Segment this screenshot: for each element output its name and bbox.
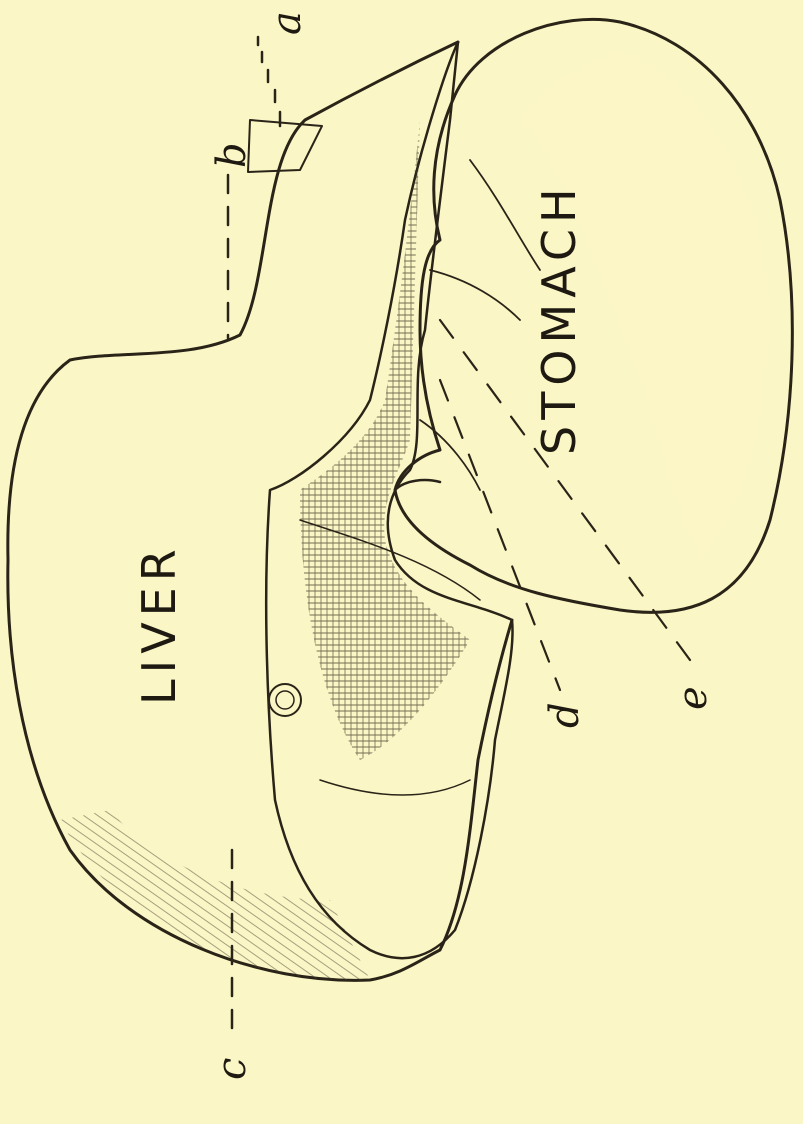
section-letter-a: a (264, 11, 310, 35)
section-letter-b: b (209, 142, 255, 168)
section-letter-d: d (542, 702, 588, 728)
ligament-tab (248, 120, 322, 172)
liver-label: LIVER (132, 543, 186, 705)
liver-outline (8, 42, 512, 980)
liver-cut-surface (266, 42, 512, 958)
section-letter-c: c (209, 1058, 255, 1080)
section-letter-e: e (670, 686, 716, 710)
stomach-label: STOMACH (532, 182, 586, 455)
stomach-outline (395, 19, 792, 612)
